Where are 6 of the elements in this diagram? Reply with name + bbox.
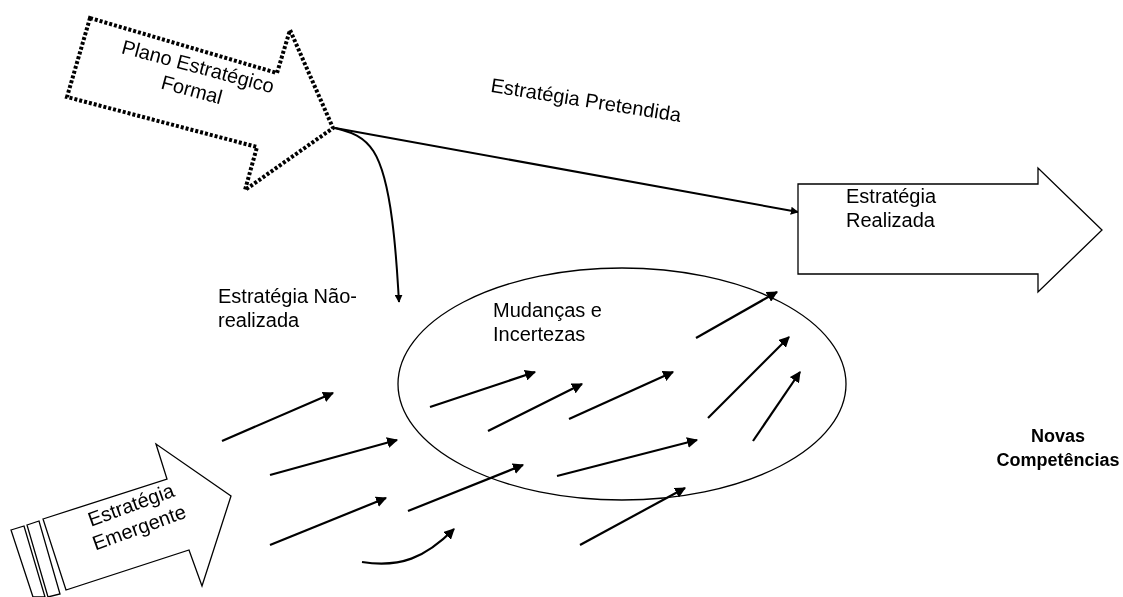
arrow bbox=[334, 127, 799, 215]
node-label: Mudanças e Incertezas bbox=[493, 298, 603, 346]
arrow bbox=[334, 127, 403, 303]
annotation-text: Novas Competências bbox=[996, 425, 1120, 472]
node-label: Estratégia Realizada bbox=[846, 184, 938, 232]
node-label: Estratégia Não-realizada bbox=[218, 284, 358, 332]
